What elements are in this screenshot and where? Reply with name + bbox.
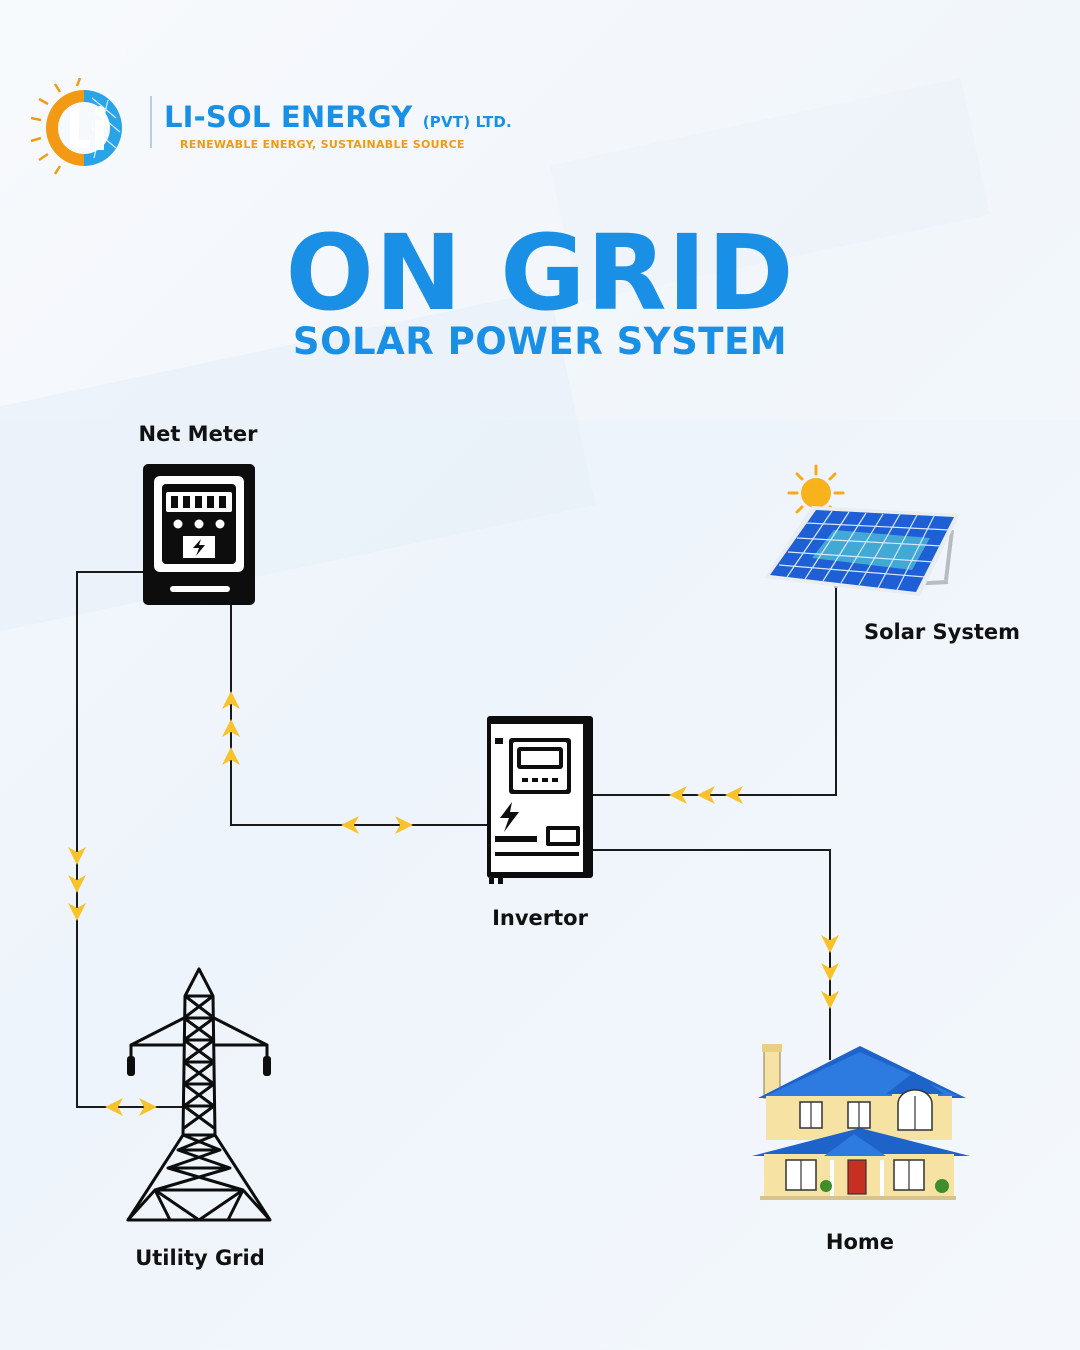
- brand-tagline: RENEWABLE ENERGY, SUSTAINABLE SOURCE: [180, 138, 465, 151]
- brand-suffix: (PVT) LTD.: [422, 113, 512, 131]
- page-title: ON GRID: [285, 212, 795, 334]
- brand-name: LI-SOL ENERGY (PVT) LTD.: [164, 100, 512, 134]
- wire-meter-to-grid: [76, 571, 183, 1108]
- net-meter-icon: [143, 464, 255, 605]
- house-icon: [752, 1044, 970, 1200]
- transmission-tower-icon: [126, 967, 272, 1222]
- wire-invertor-to-home: [592, 849, 831, 1060]
- flow-arrows-meter-up: [222, 691, 240, 765]
- tower-insulators: [127, 1056, 271, 1076]
- brand-divider: [150, 96, 152, 148]
- brand-logo-icon: [30, 78, 122, 175]
- flow-arrows-home-down: [821, 935, 839, 1009]
- label-home: Home: [825, 1230, 895, 1254]
- flow-arrows-grid-down: [68, 847, 86, 921]
- label-utility-grid: Utility Grid: [135, 1246, 265, 1270]
- label-net-meter: Net Meter: [138, 422, 258, 446]
- invertor-icon: [487, 716, 593, 884]
- wire-solar-to-invertor: [592, 582, 837, 796]
- solar-panel-icon: [764, 506, 960, 596]
- wire-meter-to-invertor: [230, 604, 487, 826]
- brand-header: LI-SOL ENERGY (PVT) LTD. RENEWABLE ENERG…: [22, 78, 522, 178]
- label-invertor: Invertor: [492, 906, 588, 930]
- label-solar-system: Solar System: [863, 620, 1021, 644]
- wires: [76, 571, 837, 1108]
- flow-arrows-solar-left: [669, 786, 743, 804]
- page-subtitle: SOLAR POWER SYSTEM: [292, 320, 788, 363]
